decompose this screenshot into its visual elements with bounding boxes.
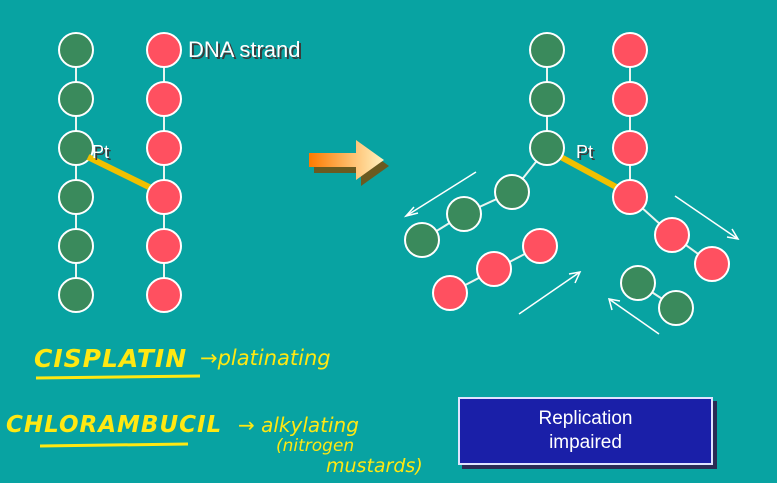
left-green-strand <box>58 32 94 313</box>
pt-crosslink <box>557 153 620 191</box>
red-base <box>612 32 648 68</box>
mustards-note: mustards) <box>326 455 423 477</box>
result-line-1: Replication <box>538 408 633 429</box>
red-base <box>612 130 648 166</box>
cisplatin-effect-note: →platinating <box>200 346 331 370</box>
red-base <box>146 179 182 215</box>
pt-label-left-shadow: Pt <box>94 144 111 164</box>
green-base <box>620 265 656 301</box>
green-base <box>58 277 94 313</box>
cisplatin-note: CISPLATIN <box>34 344 187 373</box>
red-base <box>146 32 182 68</box>
green-base <box>658 290 694 326</box>
new-red-fragment <box>432 228 558 311</box>
new-green-fragment <box>620 265 694 326</box>
green-base <box>529 81 565 117</box>
green-base <box>404 222 440 258</box>
cisplatin-underline <box>35 374 201 380</box>
dna-strand-label-shadow: DNA strand <box>190 39 303 64</box>
red-base <box>694 246 730 282</box>
red-base <box>522 228 558 264</box>
red-base <box>146 277 182 313</box>
nitrogen-note: (nitrogen <box>276 436 354 456</box>
red-base <box>476 251 512 287</box>
pt-label-left: Pt <box>92 142 109 162</box>
arrow-upper-left <box>403 171 477 218</box>
green-base <box>446 196 482 232</box>
green-base <box>58 228 94 264</box>
red-base <box>432 275 468 311</box>
result-line-2: impaired <box>549 432 622 453</box>
green-base <box>529 32 565 68</box>
green-base <box>494 174 530 210</box>
pt-label-right-shadow: Pt <box>578 144 595 164</box>
chlorambucil-note: CHLORAMBUCIL <box>6 412 222 438</box>
arrow-right <box>674 195 740 241</box>
transition-arrow <box>309 140 389 186</box>
green-base <box>58 179 94 215</box>
pt-crosslink <box>86 154 153 191</box>
replication-impaired-box: Replication impaired <box>458 397 713 465</box>
green-base <box>58 81 94 117</box>
red-base <box>612 81 648 117</box>
direction-arrows <box>403 171 740 335</box>
red-base <box>146 81 182 117</box>
chlorambucil-underline <box>39 442 189 448</box>
red-base <box>654 217 690 253</box>
red-base <box>612 179 648 215</box>
red-base <box>146 130 182 166</box>
dna-strand-label: DNA strand <box>188 37 301 62</box>
green-base <box>58 130 94 166</box>
arrow-lower-right <box>607 298 660 335</box>
handwritten-notes: CISPLATIN →platinating CHLORAMBUCIL → al… <box>6 344 423 477</box>
pt-label-right: Pt <box>576 142 593 162</box>
left-red-strand <box>146 32 182 313</box>
green-base <box>529 130 565 166</box>
right-green-strand <box>404 32 565 258</box>
right-red-strand <box>612 32 730 282</box>
chlorambucil-effect-note: → alkylating <box>238 413 359 437</box>
replication-impaired-text: Replication impaired <box>539 407 633 455</box>
red-base <box>146 228 182 264</box>
green-base <box>58 32 94 68</box>
arrow-middle <box>518 271 582 315</box>
